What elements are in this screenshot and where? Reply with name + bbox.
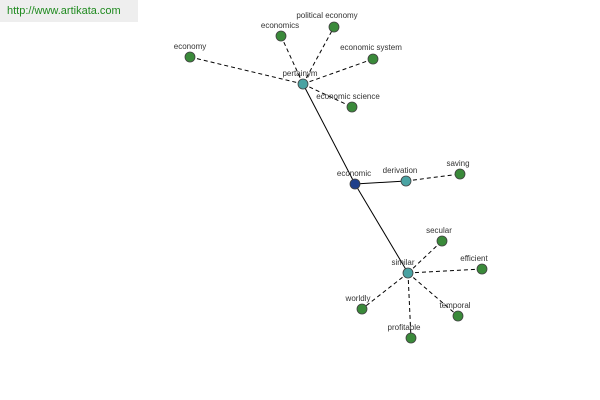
edge-similar-temporal [407, 272, 459, 317]
label-economic-science: economic science [316, 92, 380, 101]
label-economic: economic [337, 169, 371, 178]
edge-pertainym-economic-science [302, 83, 353, 108]
node-worldly[interactable] [356, 303, 368, 315]
node-derivation[interactable] [400, 175, 412, 187]
label-efficient: efficient [460, 254, 488, 263]
label-secular: secular [426, 226, 452, 235]
edge-derivation-saving [405, 173, 461, 182]
edge-pertainym-economic-system [302, 58, 374, 85]
edge-pertainym-economy [189, 56, 304, 85]
node-economic[interactable] [349, 178, 361, 190]
node-economy[interactable] [184, 51, 196, 63]
edge-economic-derivation [354, 180, 407, 185]
edge-pertainym-political-economy [302, 26, 335, 85]
node-profitable[interactable] [405, 332, 417, 344]
edge-similar-secular [407, 240, 443, 274]
node-economics[interactable] [275, 30, 287, 42]
node-efficient[interactable] [476, 263, 488, 275]
label-pertainym: pertainym [282, 69, 317, 78]
edge-pertainym-economics [280, 35, 304, 85]
edge-economic-pertainym [302, 83, 356, 185]
node-economic-system[interactable] [367, 53, 379, 65]
label-profitable: profitable [388, 323, 421, 332]
label-temporal: temporal [439, 301, 470, 310]
edge-similar-profitable [407, 272, 412, 339]
label-economy: economy [174, 42, 206, 51]
node-economic-science[interactable] [346, 101, 358, 113]
edge-similar-worldly [361, 272, 409, 310]
label-saving: saving [446, 159, 469, 168]
source-url-link[interactable]: http://www.artikata.com [7, 5, 121, 17]
edge-economic-similar [354, 183, 409, 274]
node-similar[interactable] [402, 267, 414, 279]
label-similar: similar [391, 258, 414, 267]
label-economics: economics [261, 21, 299, 30]
label-derivation: derivation [383, 166, 418, 175]
node-secular[interactable] [436, 235, 448, 247]
node-saving[interactable] [454, 168, 466, 180]
node-pertainym[interactable] [297, 78, 309, 90]
label-economic-system: economic system [340, 43, 402, 52]
edge-similar-efficient [407, 268, 483, 274]
label-political-economy: political economy [296, 11, 357, 20]
source-banner: http://www.artikata.com [0, 0, 138, 22]
node-political-economy[interactable] [328, 21, 340, 33]
label-worldly: worldly [345, 294, 371, 303]
node-temporal[interactable] [452, 310, 464, 322]
